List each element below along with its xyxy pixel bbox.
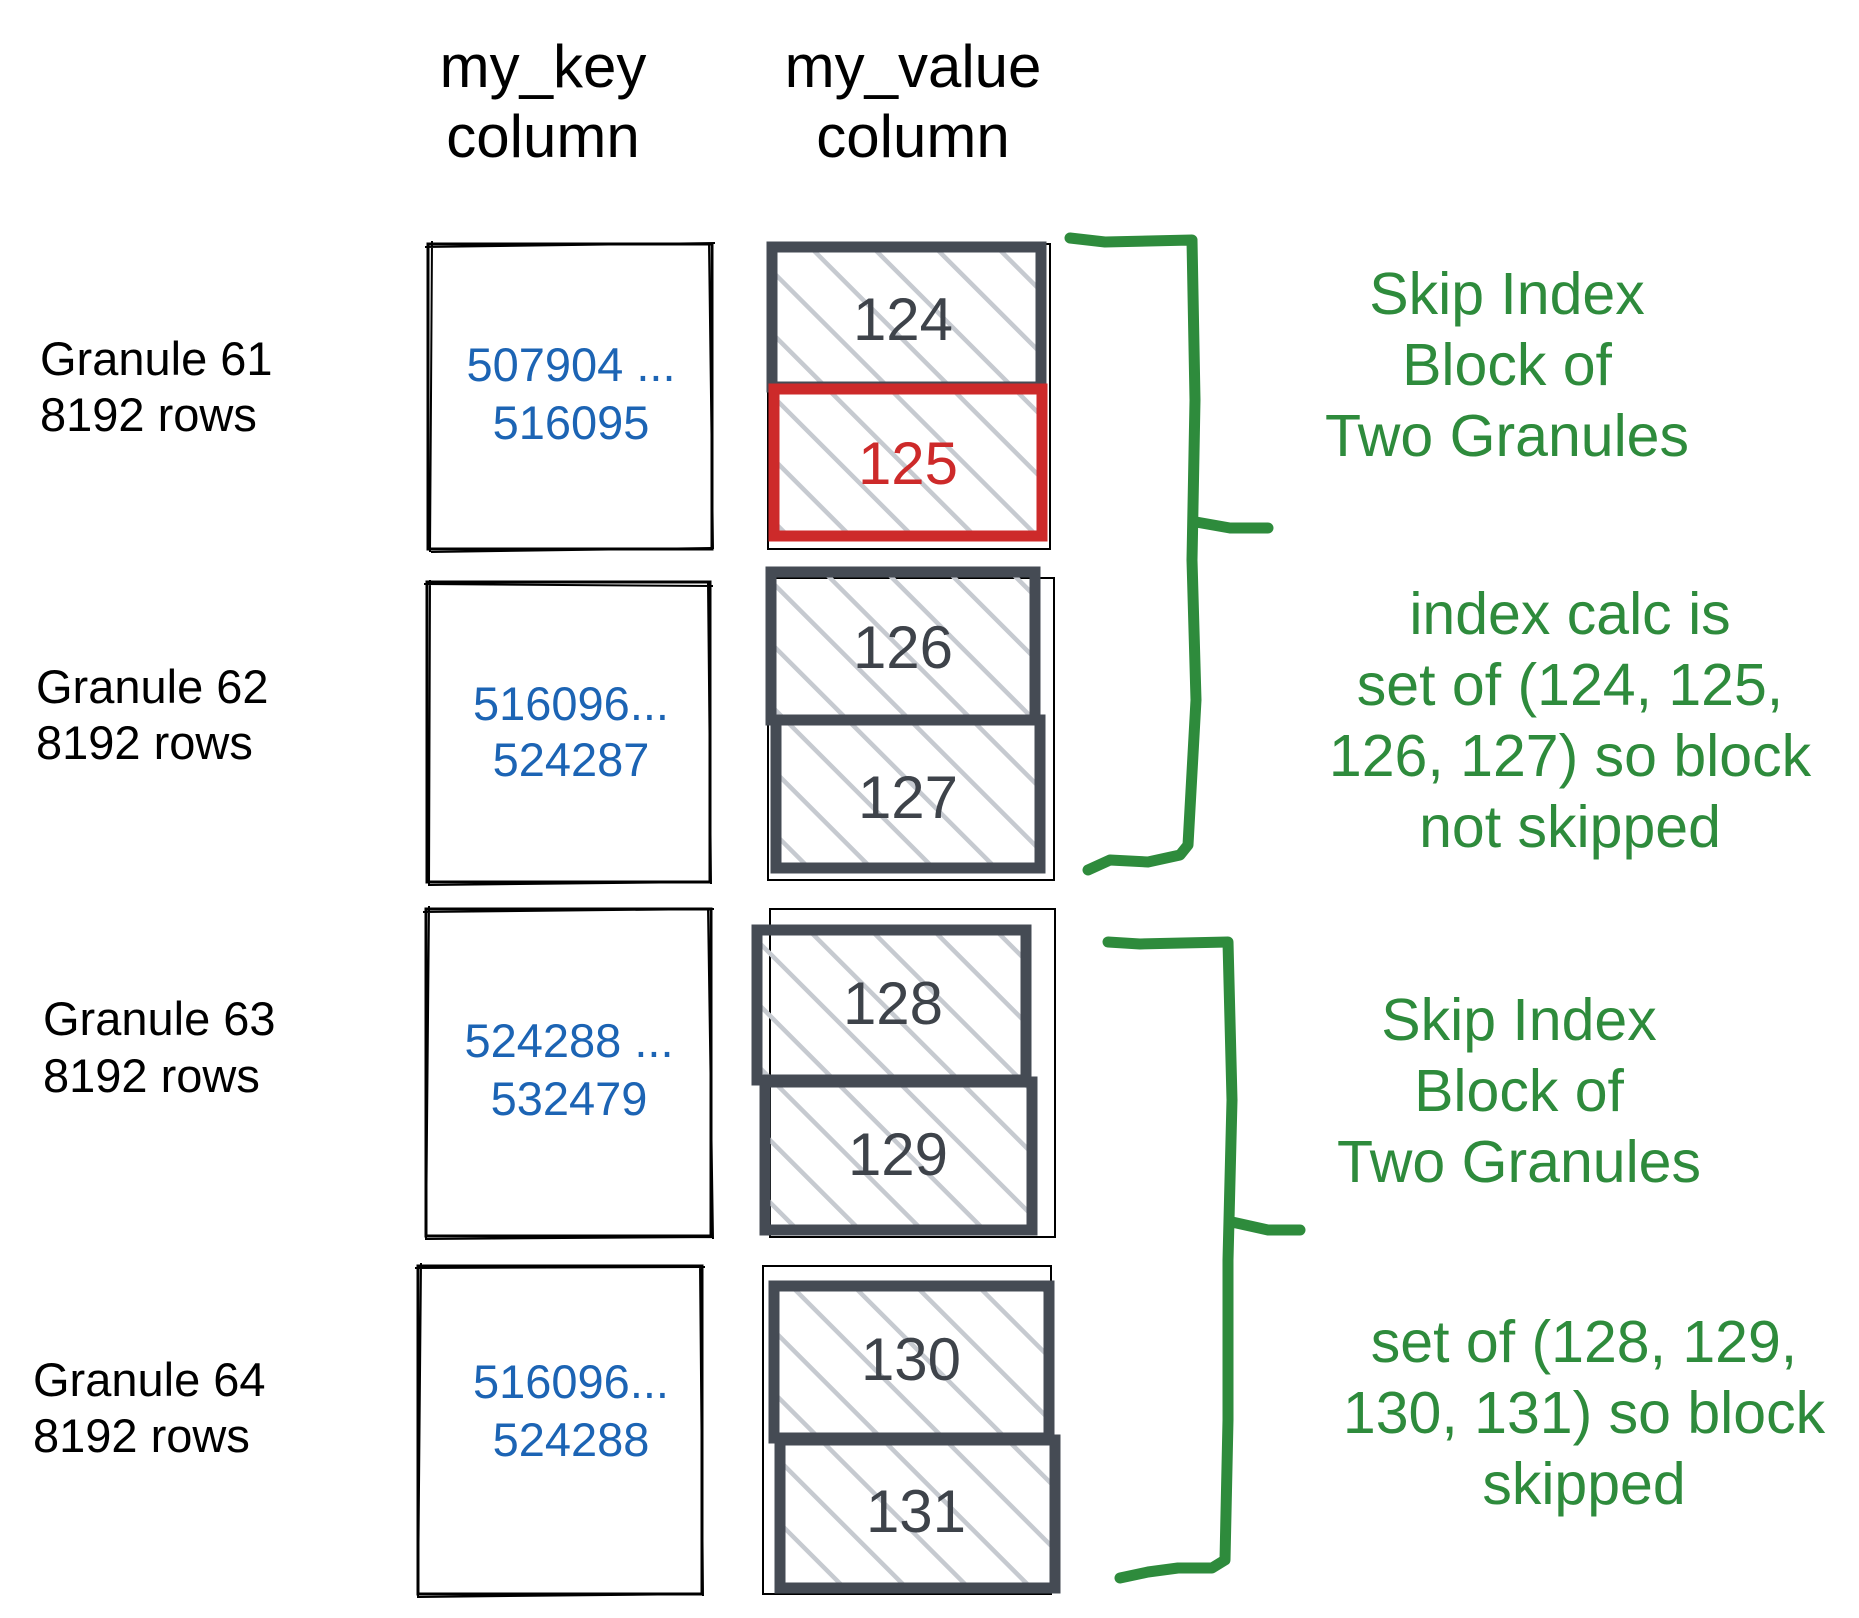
granule-row: Granule 64 8192 rows 516096... 524288 13…: [33, 1262, 1061, 1599]
key-range-end: 532479: [491, 1072, 648, 1125]
value-label: 128: [843, 970, 943, 1037]
value-block-highlighted: [768, 383, 1048, 542]
key-column-header-line1: my_key: [440, 33, 647, 100]
block-note-line: set of (128, 129,: [1371, 1309, 1797, 1375]
value-label: 124: [853, 286, 953, 353]
skip-block-brace: [1102, 936, 1306, 1584]
block-title-line: Block of: [1402, 332, 1612, 398]
value-block: [770, 714, 1046, 874]
value-block: [766, 241, 1047, 393]
key-range-end: 524288: [493, 1413, 650, 1466]
skip-block-annotation: Skip Index Block of Two Granules set of …: [1337, 987, 1826, 1517]
block-note-line: 130, 131) so block: [1343, 1380, 1826, 1446]
skip-block-annotation: Skip Index Block of Two Granules index c…: [1325, 261, 1812, 860]
key-cell-sketch: [424, 240, 716, 553]
block-note-line: not skipped: [1419, 794, 1721, 860]
granule-row: Granule 62 8192 rows 516096... 524287 12…: [36, 566, 1055, 887]
granule-label: Granule 62: [36, 660, 269, 713]
granule-label: Granule 63: [43, 992, 276, 1045]
value-block: [751, 924, 1032, 1086]
value-column-header-line1: my_value: [785, 33, 1042, 100]
granule-rows: 8192 rows: [40, 388, 257, 441]
block-note-line: index calc is: [1409, 581, 1730, 647]
value-block: [759, 1076, 1038, 1236]
block-title-line: Block of: [1414, 1058, 1624, 1124]
key-range-start: 516096...: [473, 677, 669, 730]
key-range-end: 524287: [493, 733, 650, 786]
key-cell: [425, 580, 712, 884]
key-column-header-line2: column: [446, 103, 639, 170]
value-block: [765, 566, 1041, 726]
block-title-line: Two Granules: [1325, 403, 1689, 469]
value-label: 131: [866, 1478, 966, 1545]
block-title-line: Two Granules: [1337, 1129, 1701, 1195]
value-block: [774, 1434, 1061, 1594]
key-cell-sketch: [414, 1262, 706, 1599]
value-label-highlighted: 125: [858, 430, 958, 497]
value-label: 130: [861, 1326, 961, 1393]
key-range-start: 507904 ...: [466, 338, 675, 391]
value-label: 127: [858, 764, 958, 831]
granule-rows: 8192 rows: [33, 1409, 250, 1462]
block-title-line: Skip Index: [1381, 987, 1657, 1053]
granule-rows: 8192 rows: [43, 1049, 260, 1102]
block-note-line: set of (124, 125,: [1357, 652, 1783, 718]
skip-block-brace: [1064, 232, 1274, 876]
block-title-line: Skip Index: [1369, 261, 1645, 327]
key-range-start: 516096...: [473, 1355, 669, 1408]
granule-label: Granule 64: [33, 1353, 266, 1406]
granule-rows: 8192 rows: [36, 716, 253, 769]
value-label: 126: [853, 614, 953, 681]
granule-row: Granule 61 8192 rows 507904 ... 516095 1…: [40, 240, 1051, 553]
block-note-line: 126, 127) so block: [1329, 723, 1812, 789]
key-range-end: 516095: [493, 396, 650, 449]
value-column-header-line2: column: [816, 103, 1009, 170]
granule-label: Granule 61: [40, 332, 273, 385]
granule-row: Granule 63 8192 rows 524288 ... 532479 1…: [43, 905, 1056, 1241]
key-cell-sketch: [423, 579, 714, 887]
key-cell-sketch: [422, 905, 715, 1241]
key-range-start: 524288 ...: [464, 1014, 673, 1067]
value-label: 129: [848, 1121, 948, 1188]
block-note-line: skipped: [1482, 1451, 1685, 1517]
